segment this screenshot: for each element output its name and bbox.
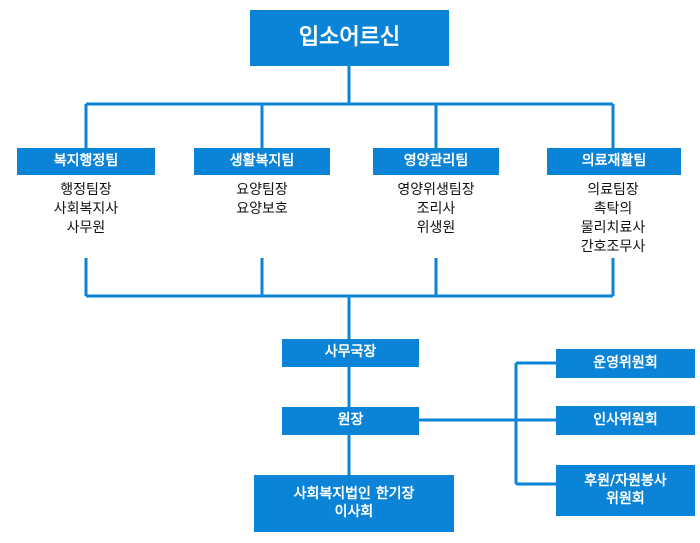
board-box: 사회복지법인 한기장 이사회 bbox=[254, 475, 454, 532]
member: 요양보호 bbox=[236, 201, 288, 217]
member: 요양팀장 bbox=[236, 182, 288, 198]
committee-operations-box: 운영위원회 bbox=[556, 349, 695, 378]
team-members-living-welfare: 요양팀장 요양보호 bbox=[192, 181, 332, 219]
team-members-medical-rehab: 의료팀장 촉탁의 물리치료사 간호조무사 bbox=[543, 181, 683, 257]
board-line: 이사회 bbox=[334, 503, 374, 520]
team-name: 의료재활팀 bbox=[581, 152, 647, 169]
team-box-welfare-admin: 복지행정팀 bbox=[17, 148, 155, 175]
member: 의료팀장 bbox=[587, 182, 639, 198]
team-box-nutrition: 영양관리팀 bbox=[373, 148, 499, 175]
member: 사무원 bbox=[66, 220, 106, 236]
member: 간호조무사 bbox=[580, 239, 646, 255]
committee-label: 후원/자원봉사 bbox=[584, 473, 667, 489]
member: 사회복지사 bbox=[53, 201, 119, 217]
team-box-medical-rehab: 의료재활팀 bbox=[547, 148, 681, 175]
committee-sponsorship-box: 후원/자원봉사 위원회 bbox=[556, 465, 695, 516]
top-box: 입소어르신 bbox=[250, 10, 449, 66]
team-members-welfare-admin: 행정팀장 사회복지사 사무원 bbox=[16, 181, 156, 238]
top-title: 입소어르신 bbox=[298, 25, 401, 51]
team-name: 생활복지팀 bbox=[229, 152, 295, 169]
director-box: 원장 bbox=[282, 407, 419, 435]
director-label: 원장 bbox=[337, 412, 364, 429]
committee-label: 운영위원회 bbox=[593, 354, 658, 371]
member: 물리치료사 bbox=[580, 220, 646, 236]
member: 영양위생팀장 bbox=[397, 182, 475, 198]
committee-label: 인사위원회 bbox=[593, 411, 658, 428]
member: 위생원 bbox=[416, 220, 456, 236]
member: 행정팀장 bbox=[60, 182, 112, 198]
committee-label: 위원회 bbox=[606, 490, 645, 507]
member: 조리사 bbox=[416, 201, 456, 217]
secretary-general-box: 사무국장 bbox=[282, 339, 419, 367]
team-name: 복지행정팀 bbox=[53, 152, 119, 169]
team-name: 영양관리팀 bbox=[403, 152, 469, 169]
secretary-general-label: 사무국장 bbox=[324, 344, 377, 361]
team-box-living-welfare: 생활복지팀 bbox=[194, 148, 330, 175]
committee-personnel-box: 인사위원회 bbox=[556, 406, 695, 435]
board-line: 사회복지법인 한기장 bbox=[293, 486, 415, 502]
team-members-nutrition: 영양위생팀장 조리사 위생원 bbox=[366, 181, 506, 238]
member: 촉탁의 bbox=[593, 201, 633, 217]
